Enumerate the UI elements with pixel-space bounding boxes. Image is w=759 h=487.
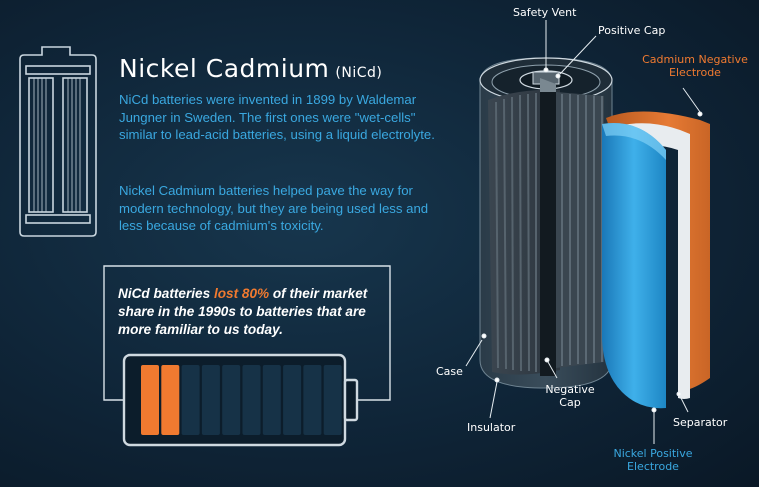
gauge-cell-empty: [262, 365, 281, 435]
title-main: Nickel Cadmium: [119, 54, 330, 83]
label-safety-vent: Safety Vent: [513, 6, 577, 19]
gauge-cell-empty: [303, 365, 322, 435]
gauge-cell-empty: [181, 365, 200, 435]
fact-highlight: lost 80%: [213, 286, 270, 301]
toxicity-paragraph: Nickel Cadmium batteries helped pave the…: [119, 183, 429, 233]
page-title: Nickel Cadmium (NiCd): [119, 54, 382, 83]
gauge-cell-empty: [323, 365, 342, 435]
market-share-fact: NiCd batteries lost 80% of their market …: [118, 285, 380, 339]
gauge-cell-empty: [283, 365, 302, 435]
label-negative-cap: Negative Cap: [540, 383, 600, 409]
label-positive-cap: Positive Cap: [598, 24, 666, 37]
label-cadmium-line-2: Electrode: [669, 66, 721, 79]
label-negative-cap-line-1: Negative: [545, 383, 595, 396]
fact-text-after: of their market share in the 1990s to ba…: [118, 286, 368, 337]
gauge-cell-empty: [222, 365, 241, 435]
fact-text-before: NiCd batteries: [118, 286, 214, 301]
title-abbreviation: (NiCd): [335, 65, 383, 81]
label-cadmium-line-1: Cadmium Negative: [642, 53, 748, 66]
label-nickel-line-2: Electrode: [627, 460, 679, 473]
label-nickel-positive-electrode: Nickel Positive Electrode: [598, 447, 708, 473]
label-cadmium-negative-electrode: Cadmium Negative Electrode: [638, 53, 752, 79]
label-separator: Separator: [673, 416, 728, 429]
label-negative-cap-line-2: Cap: [559, 396, 581, 409]
gauge-cell-filled: [141, 365, 159, 435]
label-insulator: Insulator: [467, 421, 516, 434]
label-case: Case: [436, 365, 463, 378]
label-nickel-line-1: Nickel Positive: [613, 447, 693, 460]
history-paragraph: NiCd batteries were invented in 1899 by …: [119, 92, 435, 142]
gauge-cell-empty: [201, 365, 220, 435]
gauge-cell-empty: [242, 365, 261, 435]
gauge-cell-filled: [161, 365, 180, 435]
